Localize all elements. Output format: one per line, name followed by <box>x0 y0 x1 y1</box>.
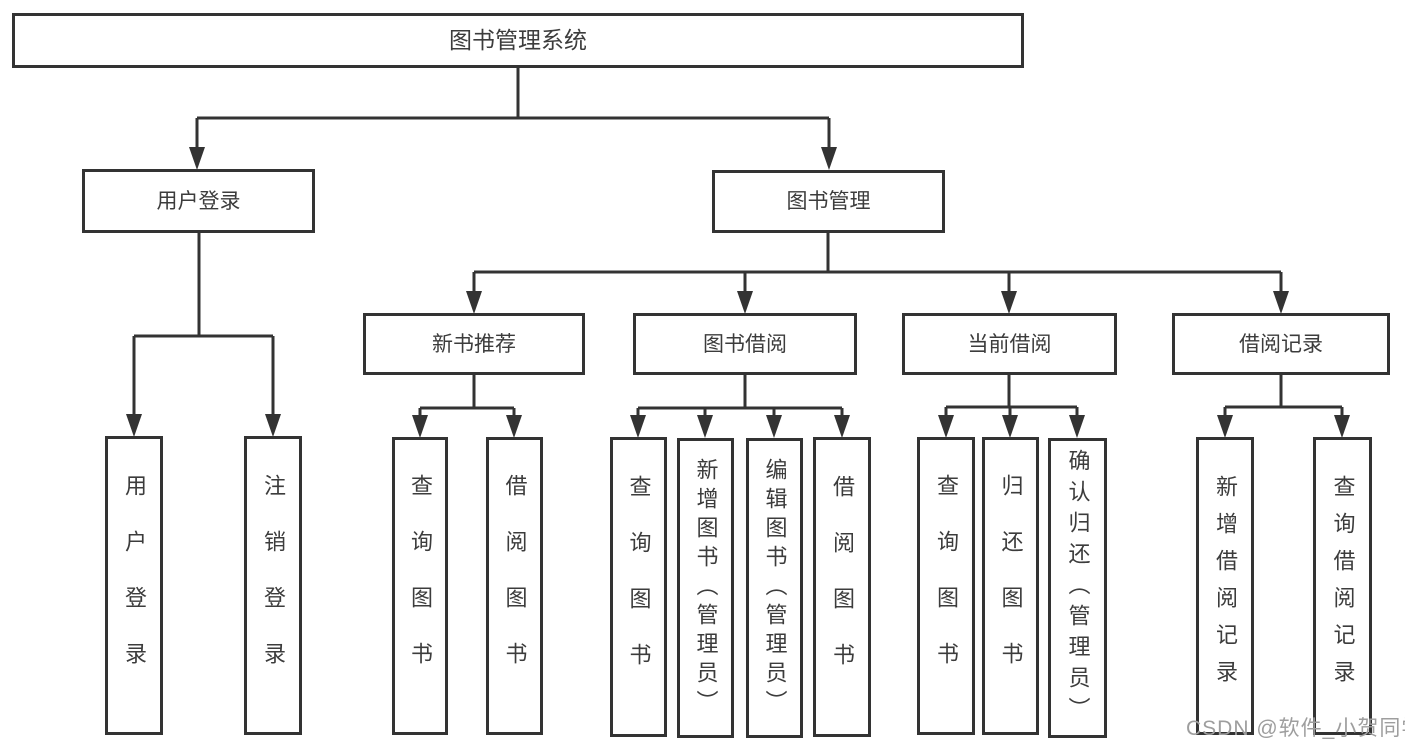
leaf-borrow-add: 新增图书（管理员） <box>677 438 734 738</box>
leaf-borrow-borrow: 借阅图书 <box>813 437 871 737</box>
leaf-borrow-borrow-label: 借阅图书 <box>830 475 855 699</box>
leaf-current-query-label: 查询图书 <box>934 474 959 698</box>
leaf-current-confirm: 确认归还（管理员） <box>1048 438 1107 738</box>
leaf-newbook-borrow: 借阅图书 <box>486 437 543 735</box>
leaf-user-login-label: 用户登录 <box>122 473 147 698</box>
node-borrow-records: 借阅记录 <box>1172 313 1390 375</box>
leaf-current-confirm-label: 确认归还（管理员） <box>1065 448 1091 728</box>
leaf-logout-label: 注销登录 <box>261 473 286 698</box>
leaf-newbook-borrow-label: 借阅图书 <box>502 474 528 698</box>
leaf-borrow-edit-label: 编辑图书（管理员） <box>762 457 788 719</box>
connector-current-borrow <box>938 375 1085 438</box>
leaf-logout: 注销登录 <box>244 436 302 735</box>
leaf-user-login: 用户登录 <box>105 436 163 735</box>
connector-borrow-records <box>1217 375 1350 438</box>
leaf-records-add-label: 新增借阅记录 <box>1213 475 1238 697</box>
node-root: 图书管理系统 <box>12 13 1024 68</box>
connector-book-mgmt <box>466 233 1289 314</box>
leaf-borrow-edit: 编辑图书（管理员） <box>746 438 803 738</box>
leaf-records-query-label: 查询借阅记录 <box>1330 475 1356 697</box>
node-book-mgmt: 图书管理 <box>712 170 945 233</box>
connector-book-borrow <box>630 375 850 438</box>
connector-new-book <box>412 375 522 438</box>
node-user-login: 用户登录 <box>82 169 315 233</box>
node-current-borrow: 当前借阅 <box>902 313 1117 375</box>
leaf-borrow-query-label: 查询图书 <box>626 475 652 699</box>
leaf-borrow-query: 查询图书 <box>610 437 667 737</box>
leaf-records-add: 新增借阅记录 <box>1196 437 1254 735</box>
leaf-current-return: 归还图书 <box>982 437 1039 735</box>
node-book-borrow: 图书借阅 <box>633 313 857 375</box>
csdn-watermark: CSDN @软件_小贺同学 <box>1186 717 1405 740</box>
node-new-book-rec: 新书推荐 <box>363 313 585 375</box>
leaf-newbook-query-label: 查询图书 <box>408 474 433 698</box>
leaf-current-query: 查询图书 <box>917 437 975 735</box>
leaf-records-query: 查询借阅记录 <box>1313 437 1372 735</box>
leaf-current-return-label: 归还图书 <box>998 474 1024 698</box>
leaf-newbook-query: 查询图书 <box>392 437 448 735</box>
connector-user-login <box>126 233 281 437</box>
leaf-borrow-add-label: 新增图书（管理员） <box>693 457 719 719</box>
connector-root <box>189 68 837 170</box>
